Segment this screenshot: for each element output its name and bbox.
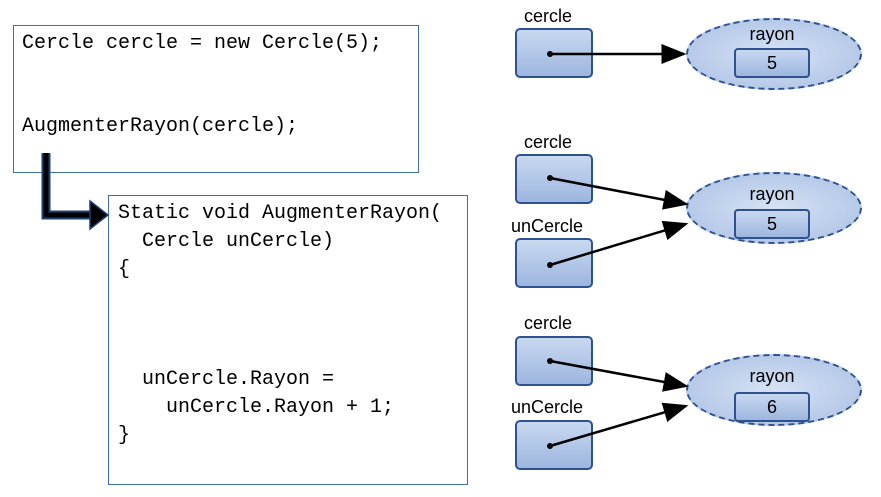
code-line-assign: unCercle.Rayon = [118, 368, 335, 391]
method-code-box [108, 195, 468, 485]
state3-field-label: rayon [749, 366, 795, 386]
caller-code-box [13, 25, 419, 173]
code-line-parameter: Cercle unCercle) [118, 230, 335, 253]
state3-pointer-arrow-1 [549, 359, 689, 392]
state1-field-value: 5 [734, 48, 810, 78]
state1-ref-label: cercle [524, 6, 573, 26]
code-line-call: AugmenterRayon(cercle); [22, 115, 299, 138]
state1-field-label: rayon [749, 24, 795, 44]
state2-pointer-arrow-1 [549, 176, 689, 210]
state3-ref1-label: cercle [524, 313, 573, 333]
state2-field-label: rayon [749, 184, 795, 204]
state2-ref1-label: cercle [524, 132, 573, 152]
state3-field-value: 6 [734, 392, 810, 422]
state2-field-value: 5 [734, 209, 810, 239]
call-arrow [41, 153, 110, 231]
state3-ref2-label: unCercle [511, 397, 584, 417]
code-line-new-cercle: Cercle cercle = new Cercle(5); [22, 32, 383, 55]
state2-ref2-label: unCercle [511, 216, 584, 236]
state3-pointer-arrow-2 [549, 402, 689, 448]
state2-ref1-box [515, 154, 593, 204]
state2-pointer-arrow-2 [549, 220, 689, 267]
code-line-close-brace: } [118, 424, 131, 447]
code-line-signature: Static void AugmenterRayon( [118, 202, 443, 225]
code-line-open-brace: { [118, 258, 131, 281]
code-line-increment: unCercle.Rayon + 1; [118, 396, 395, 419]
